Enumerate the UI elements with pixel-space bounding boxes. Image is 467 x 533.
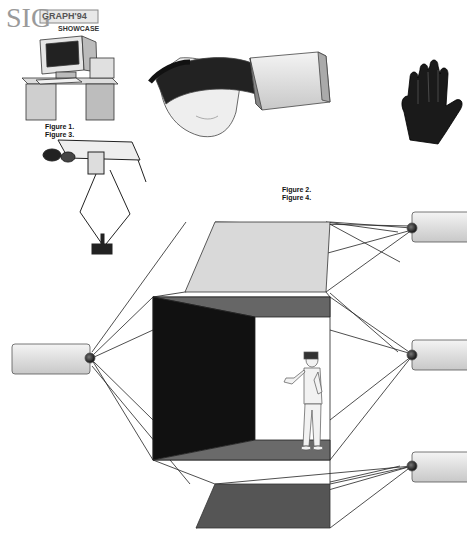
- logo-text: GRAPH'94: [42, 12, 87, 21]
- glove-figure: [402, 60, 462, 144]
- logo-subtitle: SHOWCASE: [58, 25, 99, 32]
- figure-caption: Figure 2.: [282, 186, 311, 193]
- cave-room: [153, 297, 330, 460]
- boom-figure: [43, 140, 146, 254]
- projector: [407, 452, 467, 482]
- projector: [407, 340, 467, 370]
- projector: [12, 344, 95, 374]
- cave-lines: [92, 222, 412, 528]
- headset-figure: [150, 52, 330, 137]
- figure-caption: Figure 4.: [282, 194, 311, 201]
- figure-caption: Figure 3.: [45, 131, 74, 138]
- user-figure: [284, 352, 323, 450]
- computer-figure: [22, 36, 118, 120]
- figure-caption: Figure 1.: [45, 123, 74, 130]
- projector: [407, 212, 467, 242]
